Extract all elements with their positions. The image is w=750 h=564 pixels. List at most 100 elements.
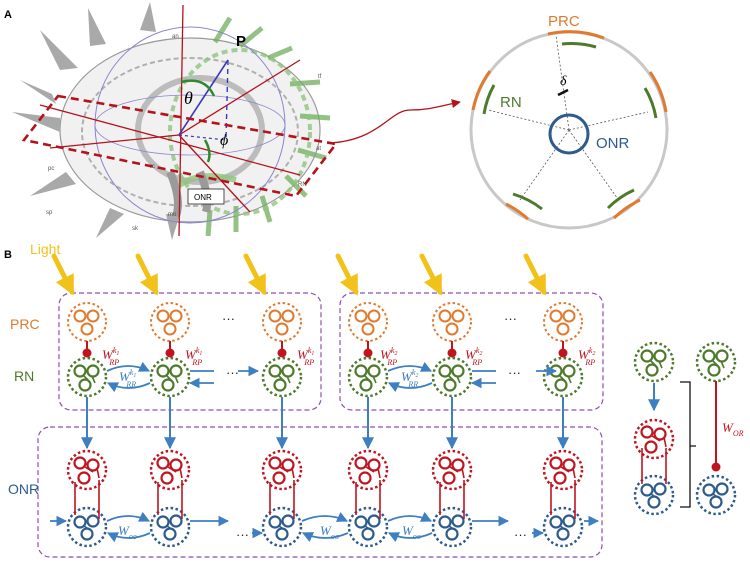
rr-link-back	[107, 382, 151, 393]
onr-internal-link	[550, 480, 576, 519]
rr-link-forward	[106, 361, 150, 372]
oo-link-back	[107, 532, 151, 543]
onr-blue-cluster	[66, 506, 108, 548]
rn-cluster	[149, 356, 191, 398]
ephyra-sketch: an tf pc sp rc mo sk at RN ONR	[12, 2, 331, 240]
coordinate-axes	[39, 4, 301, 237]
onr-red-cluster	[347, 449, 389, 491]
rn-cluster	[347, 356, 389, 398]
rr-link-forward	[387, 361, 432, 372]
section-arrow	[329, 99, 461, 144]
label-onr-sketch: ONR	[194, 193, 212, 202]
onr-internal-link	[74, 480, 100, 519]
oo-link-forward	[106, 511, 150, 522]
prc-cluster	[543, 302, 583, 342]
cs-onr-label: ONR	[596, 135, 630, 152]
point-p-label: P	[236, 33, 246, 50]
rr-stub	[190, 370, 214, 383]
onr-red-cluster	[542, 449, 584, 491]
cross-section	[469, 30, 669, 230]
onr-blue-cluster	[542, 506, 584, 548]
onr-blue-cluster	[431, 506, 473, 548]
oo-link-forward	[301, 512, 348, 522]
label-sp: sp	[46, 210, 53, 216]
onr-blue-cluster	[347, 506, 389, 548]
onr-internal-link	[269, 480, 295, 519]
ellipsis-rn-1: ···	[226, 365, 239, 380]
ellipsis-prc-2: ···	[504, 311, 517, 326]
ellipsis-onr-1: ···	[236, 527, 249, 542]
section-plane	[21, 94, 339, 198]
synapse-rp-dot	[82, 348, 92, 358]
ellipses: ··· ··· ··· ··· ··· ···	[222, 311, 527, 542]
rn-cluster	[261, 356, 303, 398]
row-label-rn: RN	[14, 368, 34, 384]
row-label-onr: ONR	[8, 481, 39, 497]
onr-internal-link	[157, 480, 183, 519]
onr-internal-link	[439, 480, 465, 519]
oo-link-forward	[387, 511, 432, 522]
synapse-rp-dot	[363, 348, 373, 358]
label-rn-sketch: RN	[298, 182, 307, 188]
rn-cluster	[66, 356, 108, 398]
label-an: an	[172, 34, 179, 40]
label-at: at	[316, 146, 321, 152]
synapse-rp-dot	[165, 348, 175, 358]
onr-blue-cluster	[261, 506, 303, 548]
w-or-label: WOR	[722, 420, 744, 438]
side-legend	[633, 341, 737, 516]
prc-cluster	[432, 302, 472, 342]
onr-red-cluster	[149, 449, 191, 491]
light-rays	[51, 253, 547, 296]
ellipsis-rn-2: ···	[508, 365, 521, 380]
onr-red-cluster	[66, 449, 108, 491]
group-box-k2	[339, 292, 604, 411]
onr-red-cluster	[431, 449, 473, 491]
oo-link-back	[302, 532, 349, 542]
cs-delta-label: δ	[560, 74, 567, 89]
prc-cluster	[67, 302, 107, 342]
w-oo-b: Woo	[320, 523, 339, 541]
ellipsis-onr-2: ···	[514, 527, 527, 542]
cs-rn-label: RN	[500, 94, 522, 111]
synapse-rp-dot	[558, 348, 568, 358]
theta-symbol: θ	[184, 88, 193, 108]
row-label-prc: PRC	[10, 316, 40, 332]
label-tf: tf	[318, 74, 322, 80]
network-columns	[50, 302, 600, 548]
prc-cluster	[348, 302, 388, 342]
oo-link-back	[388, 532, 433, 543]
onr-red-cluster	[261, 449, 303, 491]
cs-prc-label: PRC	[548, 13, 580, 30]
prc-cluster	[262, 302, 302, 342]
onr-blue-cluster	[149, 506, 191, 548]
rn-cluster	[431, 356, 473, 398]
light-label: Light	[30, 241, 60, 257]
ellipsis-prc-1: ···	[222, 311, 235, 326]
rr-stub	[472, 370, 496, 383]
label-sk: sk	[132, 226, 139, 232]
w-oo-a: Woo	[118, 523, 137, 541]
rr-link-back	[388, 382, 433, 393]
rn-cluster	[542, 356, 584, 398]
label-mo: mo	[168, 212, 177, 218]
panel-a-label: A	[4, 9, 12, 21]
label-pc: pc	[48, 166, 54, 172]
onr-internal-link	[355, 480, 381, 519]
panel-b-label: B	[4, 249, 12, 261]
phi-symbol: ϕ	[220, 132, 228, 149]
weights-oo: Woo Woo Woo	[118, 523, 421, 541]
w-oo-c: Woo	[402, 523, 421, 541]
prc-cluster	[150, 302, 190, 342]
